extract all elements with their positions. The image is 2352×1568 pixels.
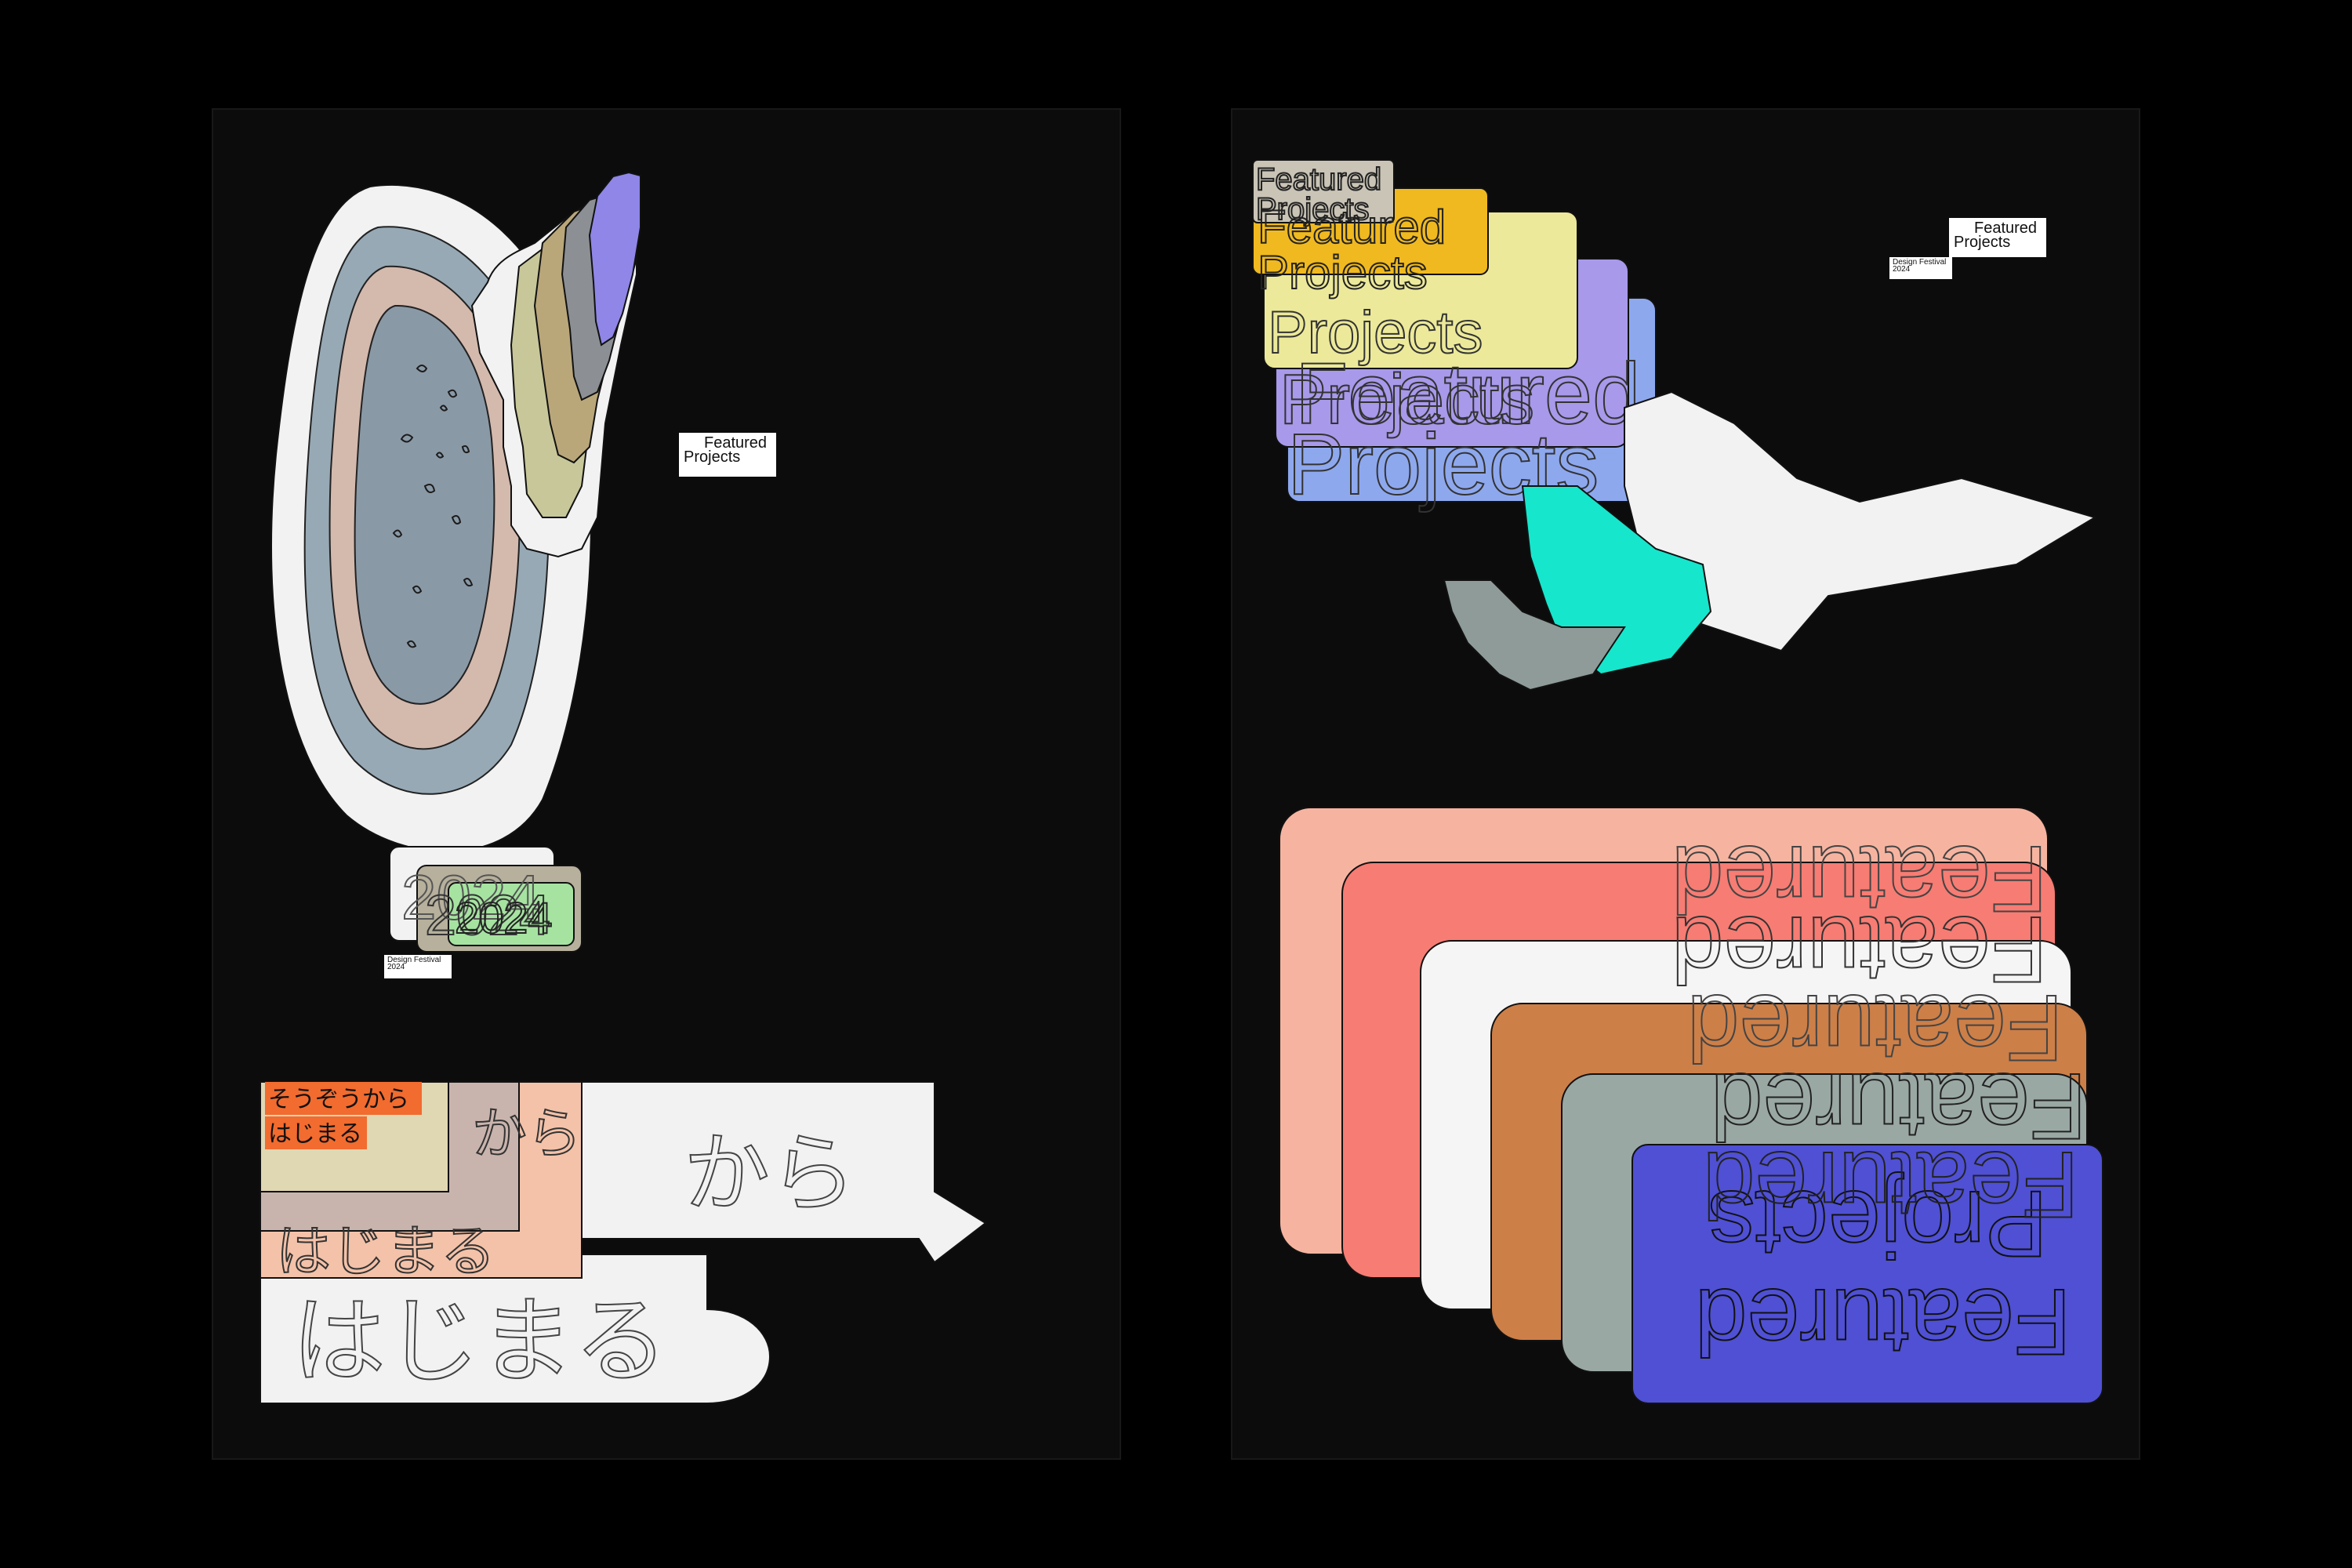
featured-projects-tag-right: Featured Projects [1949,218,2046,257]
left-poster: 2024 2024 2024 から はじまる から はじまる そうぞうから はじ… [213,110,1120,1458]
right-poster: Featured Projects Projects Projects Proj… [1232,110,2139,1458]
right-poster-artwork: Featured Projects Projects Projects Proj… [1252,159,2103,1404]
jp-mid-line2: はじまる [276,1219,495,1283]
festival-line1: Design Festival [387,956,441,964]
festival-line1-right: Design Festival [1893,258,1947,267]
jp-small-orange-top [265,1082,422,1115]
big-sage-text: Featured [1702,1131,2080,1238]
big-title-coral: Featured [1671,897,2048,1002]
fp-layer-cream [1252,159,1395,223]
bird-grey [1443,579,1626,691]
big-title-indigo: Featured [1695,1269,2071,1374]
jp-large-line1: から [684,1123,856,1224]
design-festival-tag: Design Festival 2024 [384,955,452,978]
fp-subtitle-violet: Projects [1279,361,1534,439]
year-label-green: 2024 [455,893,553,942]
tag-title: Featured [704,434,768,452]
big-subtitle-indigo: Projects [1708,1171,2048,1276]
year-sticker-stack: 2024 2024 2024 [389,846,583,953]
tag-subtitle: Projects [684,448,741,466]
big-coral-text: Featured [1671,896,2049,1003]
big-title-orange: Featured [1711,1054,2087,1159]
oval-texture-marks [392,365,474,648]
fp-subtitle-gold: Projects [1258,246,1428,299]
festival-line2-right: 2024 [1893,265,1911,274]
year-label-beige: 2024 [425,884,550,947]
jp-small-line2: はじまる [268,1120,362,1148]
big-title-peach: Featured [1671,826,2048,931]
big-peach-text: Featured [1671,826,2049,932]
tag-title-right: Featured [1974,220,2038,237]
big-indigo-text: Featured Projects [1694,1171,2072,1375]
year-label-white: 2024 [401,862,541,932]
jp-mid-line1: から [472,1102,582,1166]
bird-sticker-stack [1443,390,2097,691]
tag-subtitle-right: Projects [1954,234,2011,251]
big-title-white: Featured [1687,975,2063,1080]
jp-small-line1: そうぞうから [268,1086,409,1113]
year-sticker-green [448,882,575,946]
big-white-text: Featured [1686,975,2064,1081]
drip-sticker-stack [470,171,641,558]
big-orange-text: Featured [1710,1053,2088,1160]
big-featured-stack: Featured Projects Featured Featured Feat… [1279,807,2103,1404]
fp-subtitle-cream: Projects [1256,192,1370,227]
jp-large-line2: はじまる [292,1287,668,1396]
jp-sticker-stack: から はじまる から はじまる そうぞうから はじまる [260,1081,987,1404]
big-title-sage: Featured [1703,1132,2079,1237]
design-festival-tag-right: Design Festival 2024 [1889,257,1952,279]
fp-title-blue: Featured [1295,346,1640,442]
big-layer-indigo [1632,1144,2103,1404]
featured-projects-tag: Featured Projects [679,433,776,477]
festival-line2: 2024 [387,963,405,971]
oval-layer-grey [354,304,495,705]
drip-layer-violet [588,171,641,347]
fp-title-cream: Featured [1256,162,1381,197]
jp-small-orange-bottom [265,1116,367,1149]
fp-title-gold: Featured [1258,201,1446,253]
jp-large-bottom [260,1254,771,1404]
left-poster-artwork: 2024 2024 2024 から はじまる から はじまる そうぞうから はじ… [260,171,987,1404]
featured-stack: Featured Projects Projects Projects Proj… [1252,159,1657,514]
fp-subtitle-yellow: Projects [1268,299,1483,366]
